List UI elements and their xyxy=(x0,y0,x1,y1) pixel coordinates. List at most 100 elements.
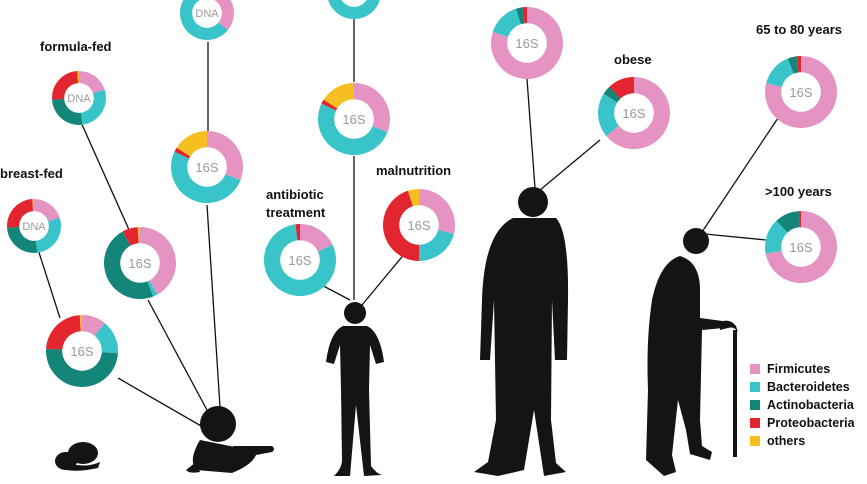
donut-segment-actinobacteria xyxy=(7,226,38,253)
donut-segment-bacteroidetes xyxy=(80,89,106,125)
donut-method-label: 16S xyxy=(515,36,538,51)
donut-segment-proteobacteria xyxy=(7,199,34,228)
crawling-baby-silhouette xyxy=(186,406,274,473)
label-formula-fed: formula-fed xyxy=(40,39,112,54)
donut-segment-bacteroidetes xyxy=(328,0,380,19)
donut-segment-firmicutes xyxy=(419,189,455,234)
donut-segment-firmicutes xyxy=(82,315,105,336)
donut-breast-16s: 16S xyxy=(46,315,119,387)
label-antibiotic-line1: antibiotic xyxy=(266,187,324,202)
donut-adult-16s: 16S xyxy=(491,7,564,79)
elderly-silhouette xyxy=(646,228,738,476)
donut-segment-proteobacteria xyxy=(609,77,634,99)
donut-segment-proteobacteria xyxy=(522,7,527,24)
donut-segment-firmicutes xyxy=(34,199,60,222)
donut-segment-others xyxy=(407,189,419,207)
adult-silhouette xyxy=(474,187,569,476)
donut-segment-firmicutes xyxy=(606,77,671,149)
donut-segment-firmicutes xyxy=(207,131,244,181)
donut-segment-actinobacteria xyxy=(103,231,154,300)
donut-segment-firmicutes xyxy=(491,7,564,79)
donut-breast-dna: DNA xyxy=(7,199,62,253)
legend-label: Actinobacteria xyxy=(767,398,854,412)
silhouettes xyxy=(55,187,738,476)
newborn-silhouette xyxy=(55,442,100,471)
donut-child-16s: 16S xyxy=(318,82,390,156)
donut-obese-16s: 16S xyxy=(598,77,671,149)
donut-segment-actinobacteria xyxy=(776,211,800,233)
donut-segment-others xyxy=(137,227,140,244)
donut-method-label: 16S xyxy=(70,344,93,359)
donut-segment-firmicutes xyxy=(214,0,234,31)
donut-segment-firmicutes xyxy=(79,71,105,94)
donut-segment-proteobacteria xyxy=(122,227,139,246)
donut-formula-dna: DNA xyxy=(52,71,106,125)
donut-method-label: DNA xyxy=(22,221,46,233)
donut-method-label: 16S xyxy=(622,106,645,121)
donut-malnutrition-16s: 16S xyxy=(383,189,455,261)
donut-segment-others xyxy=(176,131,207,157)
donut-segment-firmicutes xyxy=(140,227,176,295)
connector xyxy=(526,78,536,189)
donut-segment-actinobacteria xyxy=(515,7,525,25)
donut-method-label: 16S xyxy=(342,112,365,127)
legend-label: Firmicutes xyxy=(767,362,831,376)
donut-infant-16s: 16S xyxy=(171,131,244,203)
connector xyxy=(34,239,61,319)
donut-segment-firmicutes xyxy=(765,211,837,283)
donut-antibiotic-16s: 16S xyxy=(263,224,336,296)
legend-item-bacteroidetes: Bacteroidetes xyxy=(750,378,855,396)
connector-lines xyxy=(34,18,779,439)
donut-segment-bacteroidetes xyxy=(765,220,788,254)
donut-segment-firmicutes xyxy=(764,56,837,128)
donut-segment-others xyxy=(323,83,354,109)
donut-segment-proteobacteria xyxy=(321,99,338,111)
legend-swatch xyxy=(750,400,760,410)
donut-infant-dna-top: DNA xyxy=(180,0,234,40)
donut-method-label: DNA xyxy=(67,93,91,105)
donut-segment-bacteroidetes xyxy=(35,217,62,253)
donut-segment-bacteroidetes xyxy=(171,151,241,203)
legend-label: others xyxy=(767,434,806,448)
donut-segment-proteobacteria xyxy=(295,224,300,241)
donut-segment-others xyxy=(32,199,34,212)
donut-segment-proteobacteria xyxy=(46,315,81,350)
connector xyxy=(79,119,131,233)
donut-segment-bacteroidetes xyxy=(598,93,619,136)
donut-method-label: 16S xyxy=(288,253,311,268)
connector xyxy=(206,204,223,439)
label-antibiotic-line2: treatment xyxy=(266,205,326,220)
donut-segment-bacteroidetes xyxy=(263,224,336,296)
donut-segment-bacteroidetes xyxy=(147,280,158,297)
legend-item-actinobacteria: Actinobacteria xyxy=(750,396,855,414)
legend: Firmicutes Bacteroidetes Actinobacteria … xyxy=(750,360,855,450)
donut-segment-actinobacteria xyxy=(603,86,621,103)
legend-label: Bacteroidetes xyxy=(767,380,850,394)
connector xyxy=(361,251,407,306)
donut-segment-bacteroidetes xyxy=(419,229,454,261)
label-age-100: >100 years xyxy=(765,184,832,199)
label-age-65-80: 65 to 80 years xyxy=(756,22,843,37)
donut-segment-bacteroidetes xyxy=(766,58,794,88)
connector xyxy=(701,117,779,233)
donut-child-top xyxy=(328,0,380,19)
donut-formula-16s: 16S xyxy=(103,227,176,300)
donut-segment-proteobacteria xyxy=(174,147,191,159)
donut-method-label: 16S xyxy=(789,240,812,255)
donut-segment-bacteroidetes xyxy=(180,0,228,40)
legend-swatch xyxy=(750,382,760,392)
donut-segment-firmicutes xyxy=(354,82,390,133)
legend-swatch xyxy=(750,418,760,428)
donut-segment-proteobacteria xyxy=(52,71,79,100)
label-breast-fed: breast-fed xyxy=(0,166,63,181)
donut-method-label: 16S xyxy=(789,85,812,100)
donut-centenarian-16s: 16S xyxy=(765,211,837,283)
donut-segment-others xyxy=(77,71,79,84)
legend-swatch xyxy=(750,436,760,446)
label-malnutrition: malnutrition xyxy=(376,163,452,178)
legend-swatch xyxy=(750,364,760,374)
donut-segment-others xyxy=(79,315,82,332)
legend-item-proteobacteria: Proteobacteria xyxy=(750,414,855,432)
legend-item-firmicutes: Firmicutes xyxy=(750,360,855,378)
